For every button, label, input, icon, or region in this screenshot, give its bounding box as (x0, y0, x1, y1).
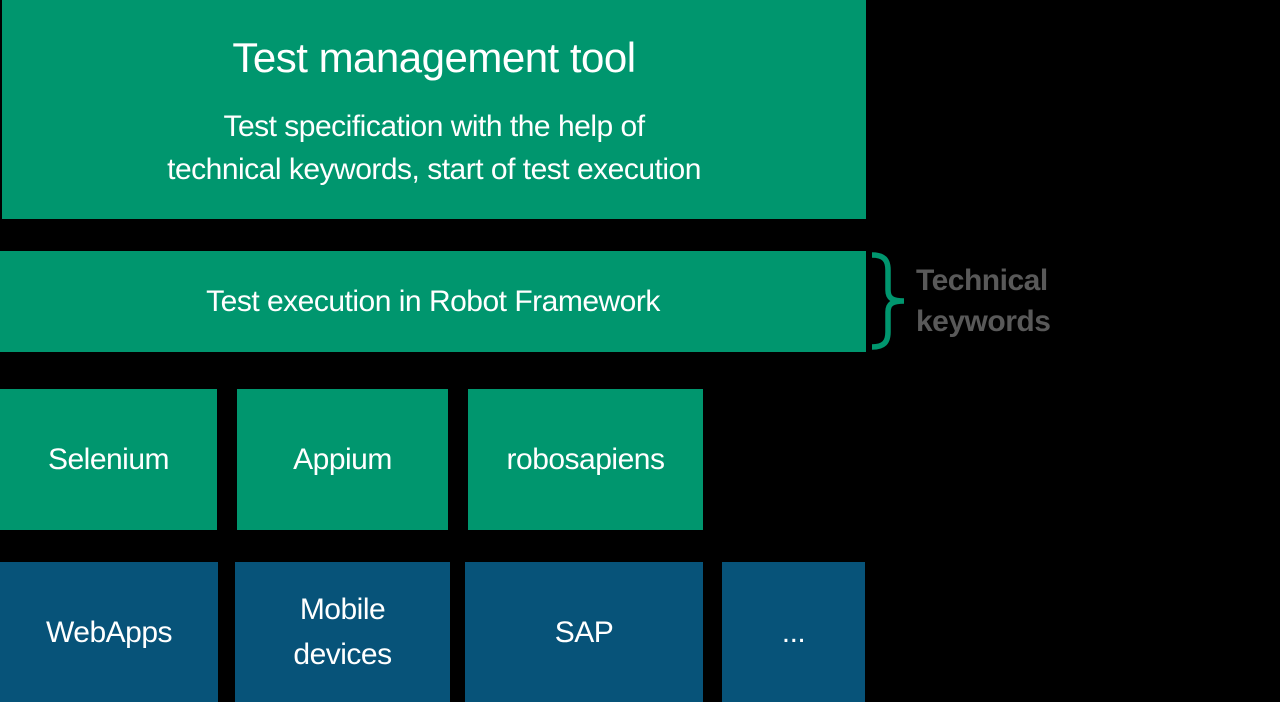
target-box-ellipsis: ... (722, 562, 865, 702)
target-box-ellipsis-label: ... (781, 615, 806, 649)
tool-box-selenium-label: Selenium (47, 442, 170, 476)
target-box-mobile-devices: Mobile devices (235, 562, 450, 702)
test-management-tool-box: Test management tool Test specification … (2, 0, 866, 219)
robot-framework-label: Test execution in Robot Framework (206, 284, 660, 318)
subtitle-line-1: Test specification with the help of (223, 110, 645, 143)
tool-box-robosapiens-label: robosapiens (506, 442, 665, 476)
subtitle-line-2: technical keywords, start of test execut… (167, 153, 701, 186)
technical-keywords-line-1: Technical (916, 264, 1048, 297)
target-box-sap: SAP (465, 562, 703, 702)
technical-keywords-line-2: keywords (916, 305, 1051, 338)
technical-keywords-label: Technical keywords (916, 260, 1051, 342)
target-box-sap-label: SAP (554, 615, 614, 649)
right-curly-brace-icon (871, 252, 905, 350)
robot-framework-box: Test execution in Robot Framework (0, 251, 866, 352)
target-box-mobile-devices-label: Mobile devices (293, 593, 392, 671)
target-box-webapps: WebApps (0, 562, 218, 702)
tool-box-selenium: Selenium (0, 389, 217, 530)
test-management-tool-title: Test management tool (232, 34, 636, 81)
target-box-webapps-label: WebApps (45, 615, 173, 649)
tool-box-appium: Appium (237, 389, 448, 530)
tool-box-appium-label: Appium (293, 442, 392, 476)
test-management-tool-subtitle: Test specification with the help of tech… (2, 105, 866, 191)
tool-box-robosapiens: robosapiens (468, 389, 703, 530)
